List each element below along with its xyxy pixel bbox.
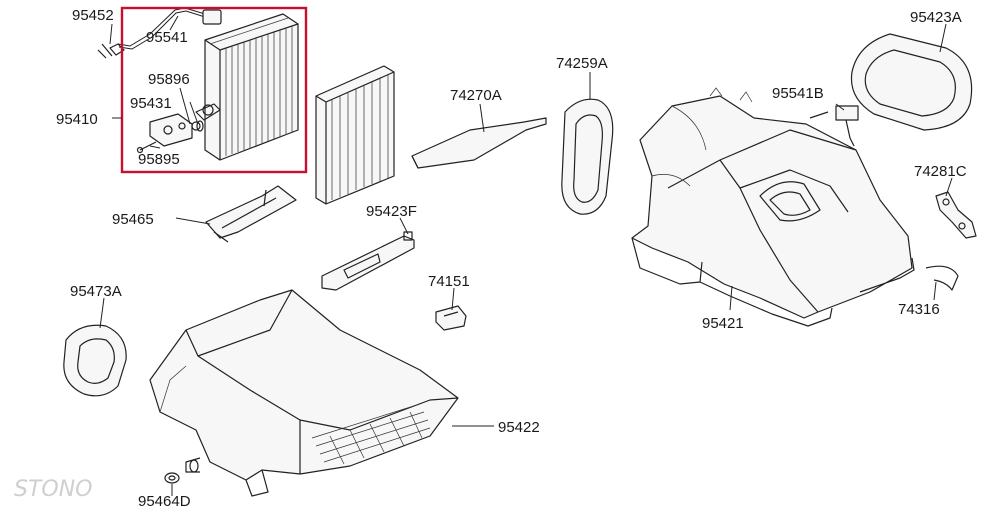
label-95896: 95896 — [148, 71, 190, 88]
clip-74151 — [435, 305, 467, 331]
sensor-95541b — [809, 105, 859, 147]
label-95473a: 95473A — [70, 283, 122, 300]
wire-harness-95541 — [97, 7, 222, 59]
gasket-95423a — [850, 33, 973, 131]
label-74316: 74316 — [898, 301, 940, 318]
label-95541b: 95541B — [772, 85, 824, 102]
strip-95423f — [321, 231, 415, 291]
clip-74316 — [925, 265, 959, 291]
label-95465: 95465 — [112, 211, 154, 228]
lower-housing-95422 — [149, 289, 459, 497]
label-74259a: 74259A — [556, 55, 608, 72]
part-labels: 95452 95541 95896 95431 95410 95895 7427… — [56, 7, 967, 510]
label-95423a: 95423A — [910, 9, 962, 26]
label-74151: 74151 — [428, 273, 470, 290]
upper-housing-95421 — [631, 87, 915, 327]
label-95464d: 95464D — [138, 493, 191, 510]
label-95410: 95410 — [56, 111, 98, 128]
label-95431: 95431 — [130, 95, 172, 112]
air-filter — [315, 65, 395, 205]
seal-74259a — [561, 98, 614, 215]
label-95895: 95895 — [138, 151, 180, 168]
bracket-74281c — [935, 191, 977, 239]
label-74281c: 74281C — [914, 163, 967, 180]
label-74270a: 74270A — [450, 87, 502, 104]
highlight-frame — [120, 6, 308, 174]
washer-95464d — [164, 472, 180, 484]
label-95541: 95541 — [146, 29, 188, 46]
plate-74270a — [411, 117, 547, 169]
seal-95473a — [63, 324, 127, 397]
duct-95465 — [205, 185, 297, 243]
evaporator-assembly-95410 — [120, 6, 308, 174]
label-95421: 95421 — [702, 315, 744, 332]
watermark: STONO — [14, 477, 93, 502]
leader-lines — [99, 15, 953, 496]
label-95452: 95452 — [72, 7, 114, 24]
label-95423f: 95423F — [366, 203, 417, 220]
label-95422: 95422 — [498, 419, 540, 436]
